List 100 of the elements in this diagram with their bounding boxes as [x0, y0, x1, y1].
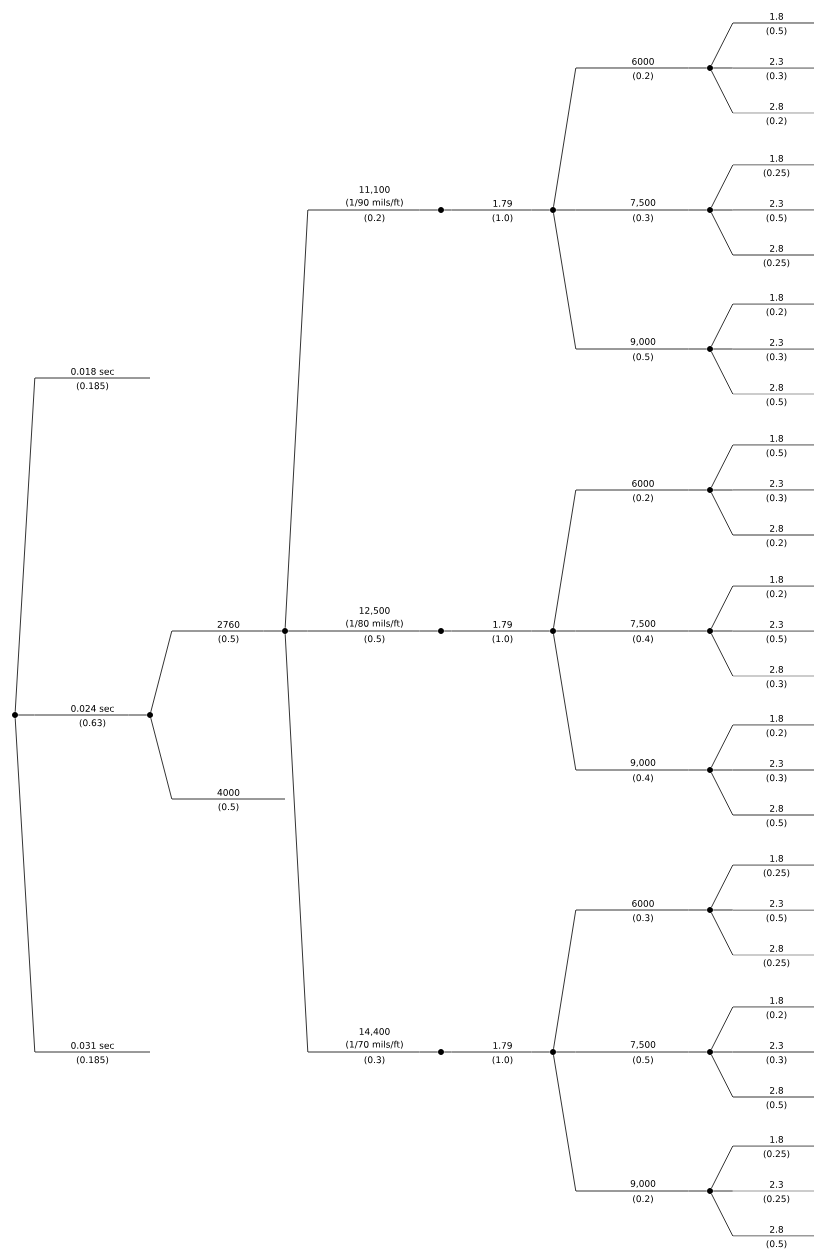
branch-connector — [711, 585, 734, 629]
branch-connector — [711, 22, 734, 66]
probability-label: (0.2) — [766, 117, 787, 126]
value-label: 2.8 — [770, 103, 784, 110]
branch-connector — [284, 633, 309, 1053]
probability-label: (0.185) — [76, 1056, 109, 1065]
probability-label: (0.185) — [76, 382, 109, 391]
probability-label: (0.2) — [766, 590, 787, 599]
value-label: 1.8 — [770, 155, 784, 162]
branch-connector — [687, 209, 708, 211]
branch-connector — [418, 209, 439, 211]
branch-connector — [687, 348, 708, 350]
value-label: 9,000 — [630, 759, 656, 767]
branch-connector — [150, 630, 173, 713]
value-label: 1.8 — [770, 1136, 784, 1143]
value-label: 9,000 — [630, 1180, 656, 1188]
value-label: 11,100 — [359, 186, 390, 194]
probability-label: (0.4) — [633, 774, 653, 783]
branch-connector — [530, 1051, 551, 1053]
branch-connector — [284, 209, 309, 629]
branch-connector — [555, 1051, 577, 1053]
value-label: 12,500 — [359, 607, 390, 615]
probability-label: (0.3) — [766, 680, 787, 689]
probability-label: (0.5) — [218, 635, 239, 644]
value-label: 1.79 — [493, 621, 512, 628]
value-label: 1.8 — [770, 855, 784, 862]
branch-connector — [555, 630, 577, 632]
branch-connector — [711, 1006, 734, 1050]
value-label: 2.3 — [770, 339, 783, 346]
branch-connector — [443, 209, 453, 211]
branch-connector — [687, 909, 708, 911]
branch-connector — [711, 912, 734, 956]
probability-label: (0.2) — [766, 729, 787, 738]
probability-label: (1.0) — [492, 635, 513, 644]
branch-connector — [712, 489, 734, 491]
branch-connector — [712, 909, 734, 911]
probability-label: (0.5) — [218, 803, 239, 812]
value-label: 7,500 — [630, 199, 656, 207]
value-label: 2.8 — [770, 1226, 784, 1233]
value-label: 0.031 sec — [71, 1042, 114, 1049]
probability-label: (0.2) — [766, 308, 787, 317]
branch-connector — [687, 1190, 708, 1192]
branch-connector — [711, 864, 734, 908]
value-label: 2.3 — [770, 58, 783, 65]
value-label: 2.3 — [770, 1042, 783, 1049]
branch-connector — [711, 1145, 734, 1189]
branch-connector — [443, 630, 453, 632]
branch-connector — [443, 1051, 453, 1053]
value-label: 2.8 — [770, 945, 784, 952]
branch-connector — [712, 1051, 734, 1053]
value-label: 2.3 — [770, 760, 783, 767]
probability-label: (0.5) — [766, 635, 787, 644]
branch-connector — [711, 492, 734, 536]
branch-connector — [711, 444, 734, 488]
branch-connector — [553, 67, 577, 208]
value-label: 1.8 — [770, 715, 784, 722]
probability-label: (0.2) — [633, 1195, 653, 1204]
value-label: 2.3 — [770, 480, 783, 487]
value-label: 6000 — [632, 58, 654, 65]
probability-label: (0.5) — [766, 27, 787, 36]
branch-connector — [711, 212, 734, 256]
branch-connector — [555, 209, 577, 211]
value-label: 1.8 — [770, 576, 784, 583]
value-label: 1.79 — [493, 200, 512, 207]
probability-label: (0.63) — [79, 719, 106, 728]
value-label: 1.8 — [770, 13, 784, 20]
probability-label: (0.5) — [766, 398, 787, 407]
branch-connector — [711, 351, 734, 395]
probability-label: (0.3) — [364, 1056, 385, 1065]
probability-label: (0.5) — [766, 449, 787, 458]
value-label: 7,500 — [630, 620, 656, 628]
value-label: (1/80 mils/ft) — [346, 619, 403, 628]
branch-connector — [711, 1193, 734, 1237]
branch-connector — [150, 717, 173, 800]
probability-label: (1.0) — [492, 214, 513, 223]
branch-connector — [127, 714, 148, 716]
value-label: 1.8 — [770, 294, 784, 301]
probability-label: (0.5) — [364, 635, 385, 644]
branch-connector — [712, 630, 734, 632]
probability-label: (0.5) — [766, 819, 787, 828]
value-label: 14,400 — [359, 1028, 390, 1036]
branch-connector — [553, 909, 577, 1050]
probability-label: (0.2) — [364, 214, 385, 223]
probability-label: (0.5) — [766, 214, 787, 223]
value-label: 2.8 — [770, 245, 784, 252]
branch-connector — [418, 630, 439, 632]
probability-label: (0.3) — [633, 914, 653, 923]
probability-label: (0.2) — [633, 494, 653, 503]
probability-label: (0.5) — [766, 1101, 787, 1110]
probability-label: (0.3) — [766, 72, 787, 81]
value-label: 2.8 — [770, 525, 784, 532]
branch-connector — [418, 1051, 439, 1053]
branch-connector — [687, 489, 708, 491]
value-label: 2.3 — [770, 1181, 783, 1188]
branch-connector — [712, 348, 734, 350]
value-label: 2.8 — [770, 805, 784, 812]
value-label: 2.3 — [770, 200, 783, 207]
probability-label: (0.3) — [766, 353, 787, 362]
branch-connector — [553, 489, 577, 629]
value-label: 7,500 — [630, 1041, 656, 1049]
